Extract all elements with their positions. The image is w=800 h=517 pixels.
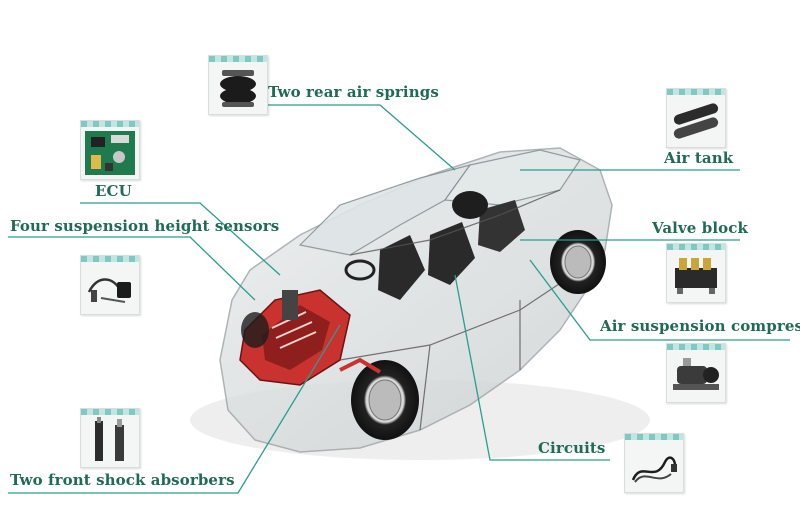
label-ecu: ECU [95,182,132,200]
thumb-valve-block [666,243,726,303]
thumb-front-shock-absorbers [80,408,140,468]
leader-line-ecu [80,202,281,276]
valve-block-icon [675,258,717,294]
thumb-ecu [80,120,140,180]
label-front-shock-absorbers: Two front shock absorbers [10,471,235,489]
label-valve-block: Valve block [652,219,748,237]
label-air-suspension-compressor: Air suspension compressor [600,317,800,335]
air-tank-icon [673,103,719,139]
leader-line-front-shock-absorbers [8,324,341,494]
leader-line-circuits [454,274,610,461]
shock-absorber-icon [95,417,124,461]
thumb-air-tank [666,88,726,148]
compressor-icon [673,358,719,390]
label-air-tank: Air tank [664,149,734,167]
thumb-rear-air-springs [208,55,268,115]
label-height-sensors: Four suspension height sensors [10,217,280,235]
leader-line-rear-air-springs [268,104,456,171]
leader-line-compressor [529,259,790,341]
leader-line-height-sensors [8,236,256,301]
air-spring-icon [220,70,256,107]
thumb-air-suspension-compressor [666,343,726,403]
wiring-harness-icon [631,456,677,483]
label-circuits: Circuits [538,439,606,457]
label-rear-air-springs: Two rear air springs [268,83,439,101]
thumb-height-sensors [80,255,140,315]
thumb-circuits [624,433,684,493]
circuit-board-icon [85,131,135,175]
height-sensor-icon [87,278,131,303]
